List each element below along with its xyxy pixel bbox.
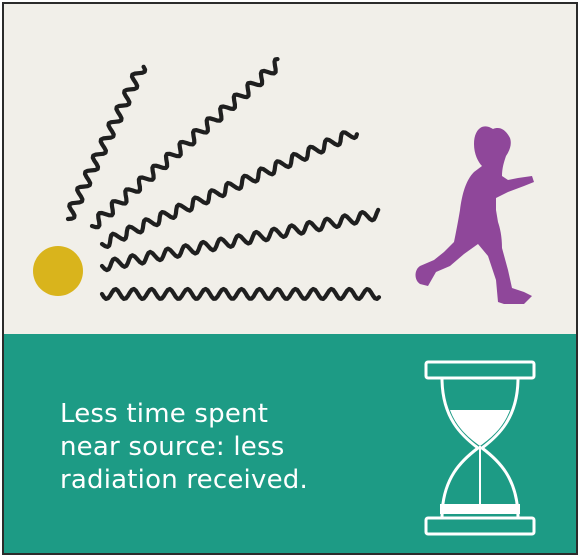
hourglass-icon — [424, 360, 536, 536]
radiation-wave-icon — [99, 207, 381, 273]
radiation-source-icon — [33, 246, 83, 296]
radiation-wave-icon — [89, 57, 280, 230]
radiation-wave-icon — [99, 130, 359, 249]
radiation-wave-icon — [99, 286, 382, 301]
caption-text: Less time spent near source: less radiat… — [60, 398, 390, 497]
caption-line-2: near source: less — [60, 432, 285, 462]
radiation-wave-icon — [65, 64, 148, 222]
running-child-icon — [415, 126, 534, 304]
radiation-waves — [65, 57, 382, 301]
caption-panel: Less time spent near source: less radiat… — [4, 334, 576, 553]
caption-line-3: radiation received. — [60, 465, 308, 495]
scene-illustration — [33, 57, 534, 304]
caption-line-1: Less time spent — [60, 399, 269, 429]
radiation-scene — [4, 4, 576, 334]
